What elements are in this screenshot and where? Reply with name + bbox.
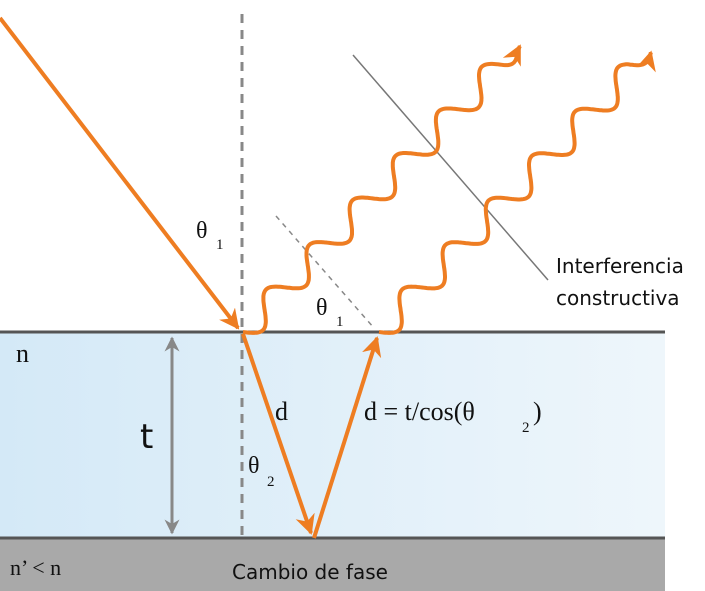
theta1-subscript-2: 1 bbox=[336, 314, 344, 330]
film-index-label: n bbox=[16, 339, 29, 368]
reflected-wave-1 bbox=[242, 44, 522, 335]
theta1-subscript: 1 bbox=[216, 237, 224, 253]
incident-ray bbox=[0, 16, 240, 330]
wavefront-line bbox=[352, 54, 549, 281]
interference-label-line2: constructiva bbox=[556, 286, 680, 310]
phase-change-label: Cambio de fase bbox=[232, 560, 388, 584]
reflected-ray-up bbox=[312, 336, 382, 539]
refracted-ray-down bbox=[241, 333, 315, 535]
path-length-formula-subscript: 2 bbox=[522, 420, 530, 436]
path-length-label: d bbox=[275, 397, 288, 426]
theta2-label: θ bbox=[248, 453, 260, 479]
theta1-label-2: θ bbox=[316, 295, 328, 321]
thickness-label: t bbox=[140, 417, 153, 457]
wavefront-guide-dashed bbox=[275, 215, 375, 329]
substrate-index-label: n’ < n bbox=[10, 555, 61, 580]
theta1-label: θ bbox=[196, 218, 208, 244]
path-length-formula-close: ) bbox=[533, 397, 542, 426]
path-length-formula: d = t/cos(θ bbox=[364, 397, 475, 426]
theta2-subscript: 2 bbox=[267, 474, 275, 490]
thin-film-layer bbox=[0, 332, 665, 538]
substrate-layer bbox=[0, 538, 665, 591]
reflected-wave-2 bbox=[378, 50, 656, 335]
interference-label-line1: Interferencia bbox=[556, 254, 684, 278]
